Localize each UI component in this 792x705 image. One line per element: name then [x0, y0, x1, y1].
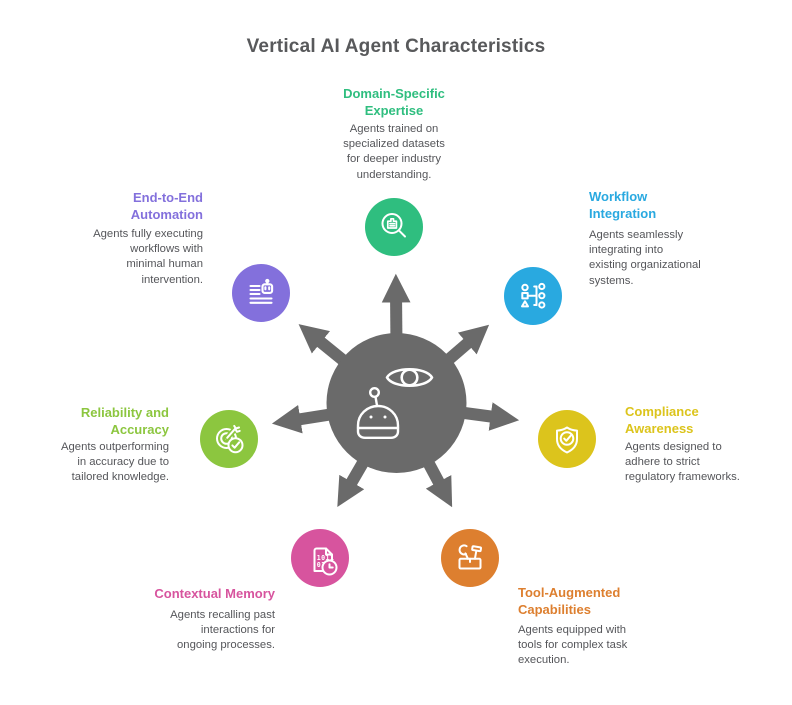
- hub-circle: [326, 333, 467, 473]
- target-check-icon: [216, 424, 244, 454]
- tool-capabilities-badge: [441, 529, 499, 587]
- node-title: Workflow Integration: [589, 189, 657, 221]
- toolbox-icon: [458, 544, 483, 570]
- node-title: Domain-Specific Expertise: [343, 86, 445, 118]
- node-title: Contextual Memory: [154, 586, 275, 601]
- node-description: Agents equipped with tools for complex t…: [518, 624, 628, 667]
- robot-head-icon: [356, 387, 400, 439]
- domain-expertise-badge: [365, 198, 423, 256]
- node-description: Agents outperforming in accuracy due to …: [60, 441, 169, 484]
- node-description: Agents trained on specialized datasets f…: [343, 123, 445, 181]
- list-robot-icon: [249, 278, 274, 304]
- shield-check-icon: [556, 426, 578, 454]
- node-description: Agents recalling past interactions for o…: [170, 609, 275, 652]
- industry-magnifier-icon: [381, 213, 406, 238]
- contextual-memory-badge: 1011 01: [291, 529, 349, 587]
- reliability-accuracy-badge: [200, 410, 258, 468]
- node-title: End-to-End Automation: [130, 190, 203, 222]
- node-description: Agents seamlessly integrating into exist…: [589, 229, 701, 287]
- node-description: Agents designed to adhere to strict regu…: [625, 441, 740, 484]
- binary-document-clock-icon: 1011 01: [313, 547, 338, 576]
- automation-badge: [232, 264, 290, 322]
- svg-text:01: 01: [317, 561, 326, 569]
- node-title: Tool-Augmented Capabilities: [518, 585, 621, 617]
- page-title: Vertical AI Agent Characteristics: [246, 36, 546, 57]
- compliance-awareness-badge: [538, 410, 596, 468]
- eye-icon: [385, 367, 434, 388]
- node-title: Reliability and Accuracy: [80, 405, 169, 437]
- node-title: Compliance Awareness: [625, 404, 699, 436]
- node-description: Agents fully executing workflows with mi…: [93, 228, 203, 286]
- svg-text:1011: 1011: [317, 554, 334, 562]
- workflow-integration-badge: [504, 267, 562, 325]
- workflow-diagram-icon: [521, 282, 546, 309]
